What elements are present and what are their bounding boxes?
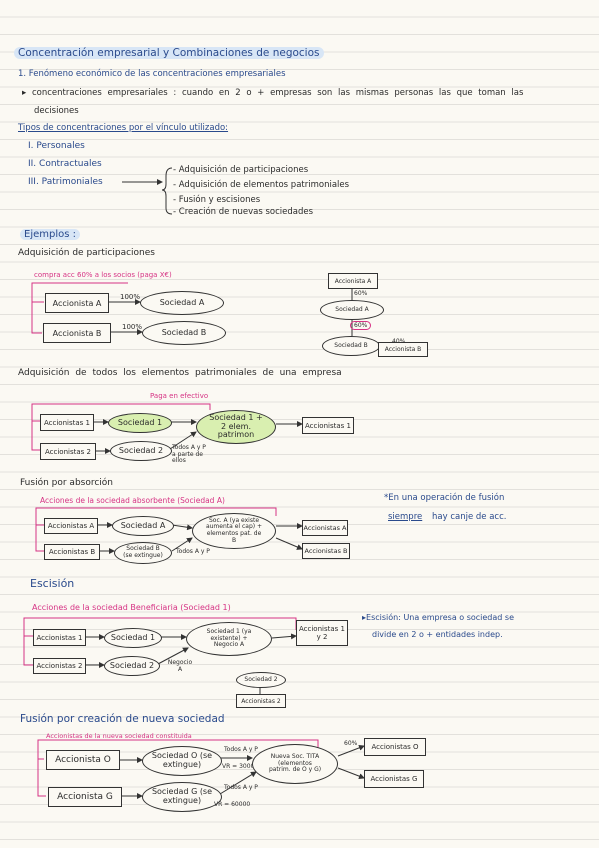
- ex5-box-accionistas-g-result: Accionistas G: [364, 770, 424, 788]
- ex5-ellipse-sociedad-o: Sociedad O (se extingue): [142, 746, 222, 776]
- ex4-ellipse-sociedad-2b: Sociedad 2: [236, 672, 286, 688]
- page-title: Concentración empresarial y Combinacione…: [14, 47, 324, 59]
- ex4-ellipse-sociedad-2: Sociedad 2: [104, 656, 160, 676]
- ex1-box-accionista-a: Accionista A: [45, 293, 109, 313]
- ex4-negocio-label: Negocio A: [167, 659, 193, 673]
- ex1-r-pct: 40%: [392, 338, 405, 345]
- ex5-box-accionista-g: Accionista G: [48, 787, 122, 807]
- ex1-r-pct: 60%: [354, 290, 368, 297]
- ex5-note: Accionistas de la nueva sociedad constit…: [46, 732, 192, 740]
- ex2-note-2: Todos A y P a parte de ellos: [172, 444, 206, 465]
- ex2-note: Paga en efectivo: [150, 392, 209, 400]
- ex1-r-ellipse-sociedad-b: Sociedad B: [322, 336, 380, 356]
- ex5-vr-label: VR = 30000: [222, 763, 259, 770]
- ex4-note: Acciones de la sociedad Beneficiaria (So…: [32, 603, 231, 612]
- ex5-ap-label: Todos A y P: [224, 746, 258, 753]
- ex3-box-accionistas-a-result: Accionistas A: [302, 520, 348, 536]
- definition-line-1: ▸ concentraciones empresariales : cuando…: [22, 88, 524, 98]
- ex5-box-accionistas-o-result: Accionistas O: [364, 738, 426, 756]
- type-patrimoniales: III. Patrimoniales: [28, 177, 103, 187]
- ex2-heading: Adquisición de todos los elementos patri…: [18, 368, 342, 378]
- ex5-vr-label: VR = 60000: [214, 801, 251, 808]
- ex2-box-accionistas-1: Accionistas 1: [40, 414, 94, 431]
- ex4-side-note-1: ▸Escisión: Una empresa o sociedad se: [362, 613, 514, 622]
- ex4-ellipse-sociedad-1: Sociedad 1: [104, 628, 162, 648]
- ex4-box-accionistas-2b: Accionistas 2: [236, 694, 286, 708]
- patrimonial-item: - Creación de nuevas sociedades: [173, 207, 314, 217]
- ex1-r-ellipse-sociedad-a: Sociedad A: [320, 300, 384, 320]
- ex2-box-accionistas-2: Accionistas 2: [40, 443, 96, 460]
- ex3-ellipse-sociedad-b: Sociedad B (se extingue): [114, 542, 172, 564]
- patrimonial-item: - Adquisición de participaciones: [173, 165, 309, 175]
- patrimonial-item: - Fusión y escisiones: [173, 195, 261, 205]
- type-personales: I. Personales: [28, 141, 85, 151]
- ex3-arrow-note: Todos A y P: [176, 548, 210, 555]
- ex2-ellipse-result: Sociedad 1 + 2 elem. patrimon: [196, 410, 276, 444]
- examples-heading: Ejemplos :: [20, 229, 80, 240]
- ex5-ap-label: Todos A y P: [224, 784, 258, 791]
- section-heading: 1. Fenómeno económico de las concentraci…: [18, 69, 286, 79]
- ex5-heading: Fusión por creación de nueva sociedad: [20, 713, 225, 725]
- ex1-r-pct-circled: 60%: [350, 321, 372, 330]
- ex4-ellipse-result: Sociedad 1 (ya existente) + Negocio A: [186, 622, 272, 656]
- ex1-pct: 100%: [120, 293, 141, 301]
- ex3-note: Acciones de la sociedad absorbente (Soci…: [40, 496, 225, 505]
- ex1-heading: Adquisición de participaciones: [18, 248, 155, 258]
- ex5-box-accionista-o: Accionista O: [46, 750, 120, 770]
- ex1-note: compra acc 60% a los socios (paga X€): [34, 271, 172, 279]
- ex2-box-accionistas-1-result: Accionistas 1: [302, 417, 354, 434]
- ex4-box-accionistas-1-y-2: Accionistas 1 y 2: [296, 620, 348, 646]
- ex1-ellipse-sociedad-a: Sociedad A: [140, 291, 224, 315]
- patrimonial-item: - Adquisición de elementos patrimoniales: [173, 180, 350, 190]
- ex3-heading: Fusión por absorción: [20, 478, 114, 488]
- type-contractuales: II. Contractuales: [28, 159, 102, 169]
- ex2-ellipse-sociedad-2: Sociedad 2: [110, 441, 172, 461]
- ex1-pct: 100%: [122, 323, 143, 331]
- ex3-ellipse-sociedad-a: Sociedad A: [112, 516, 174, 536]
- ex3-box-accionistas-b: Accionistas B: [44, 544, 100, 560]
- ex3-box-accionistas-b-result: Accionistas B: [302, 543, 350, 559]
- ex5-ellipse-sociedad-g: Sociedad G (se extingue): [142, 782, 222, 812]
- ex3-side-note-2: hay canje de acc.: [432, 512, 507, 522]
- ex3-ellipse-result: Soc. A (ya existe aumenta el cap) + elem…: [192, 513, 276, 549]
- ex4-heading: Escisión: [30, 577, 75, 590]
- ex4-box-accionistas-2: Accionistas 2: [33, 658, 86, 674]
- ex1-box-accionista-b: Accionista B: [43, 323, 111, 343]
- ex5-ellipse-result: Nueva Soc. TITA (elementos patrim. de O …: [252, 744, 338, 784]
- ex2-ellipse-sociedad-1: Sociedad 1: [108, 413, 172, 433]
- ex1-r-box-accionista-a: Accionista A: [328, 273, 378, 289]
- ex3-side-note-1: *En una operación de fusión: [384, 493, 505, 503]
- ex4-box-accionistas-1: Accionistas 1: [33, 629, 86, 646]
- ex4-side-note-2: divide en 2 o + entidades indep.: [372, 630, 503, 639]
- ex1-ellipse-sociedad-b: Sociedad B: [142, 321, 226, 345]
- ex1-r-box-accionista-b: Accionista B: [378, 342, 428, 357]
- ex3-box-accionistas-a: Accionistas A: [44, 518, 98, 534]
- definition-line-2: decisiones: [34, 106, 79, 116]
- ex5-pct: 60%: [344, 740, 358, 747]
- types-heading: Tipos de concentraciones por el vínculo …: [18, 123, 229, 133]
- ex3-side-note-underlined: siempre: [388, 512, 423, 522]
